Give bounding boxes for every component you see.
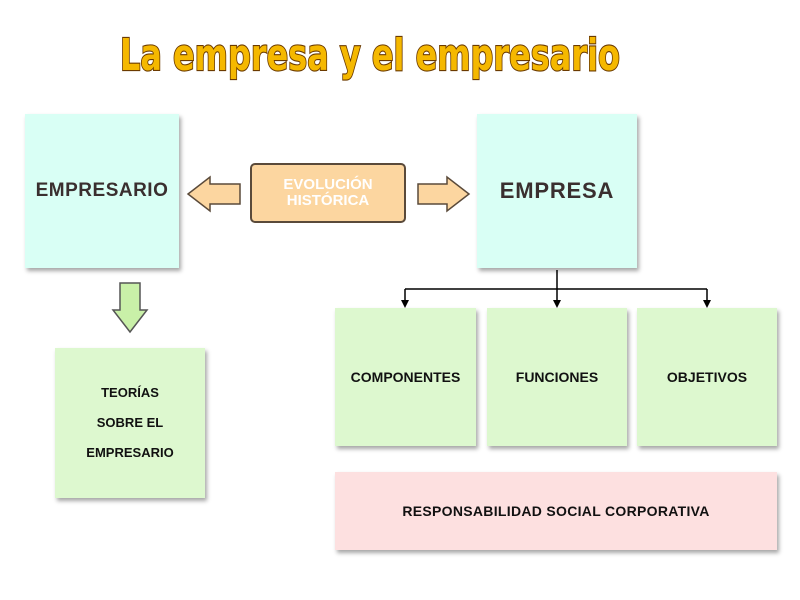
tree-connector [404,270,708,302]
objetivos-node: OBJETIVOS [637,308,777,446]
teorias-label-line3: EMPRESARIO [86,445,174,460]
arrowhead-componentes [401,300,409,308]
arrowhead-funciones [553,300,561,308]
evolucion-historica-node: EVOLUCIÓN HISTÓRICA [250,163,406,223]
componentes-label: COMPONENTES [350,369,461,385]
funciones-label: FUNCIONES [515,369,599,385]
teorias-label-line2: SOBRE EL [96,415,164,430]
componentes-node: COMPONENTES [335,308,476,446]
diagram-title-text: La empresa y el empresario [120,30,620,81]
diagram-title: La empresa y el empresario [100,18,640,88]
objetivos-label: OBJETIVOS [666,369,748,385]
evolucion-label-line1: EVOLUCIÓN [283,176,373,193]
teorias-node: TEORÍAS SOBRE EL EMPRESARIO [55,348,205,498]
rsc-label: RESPONSABILIDAD SOCIAL CORPORATIVA [402,503,710,519]
empresario-node: EMPRESARIO [25,114,179,268]
arrow-right-orange [417,175,471,213]
empresa-label: EMPRESA [499,178,615,203]
funciones-node: FUNCIONES [487,308,627,446]
arrowhead-objetivos [703,300,711,308]
evolucion-label-line2: HISTÓRICA [286,192,370,209]
rsc-node: RESPONSABILIDAD SOCIAL CORPORATIVA [335,472,777,550]
arrow-left-orange [186,175,241,213]
teorias-label-line1: TEORÍAS [101,385,159,400]
empresario-label: EMPRESARIO [35,180,169,201]
empresa-node: EMPRESA [477,114,637,268]
arrow-down-green [111,282,149,334]
